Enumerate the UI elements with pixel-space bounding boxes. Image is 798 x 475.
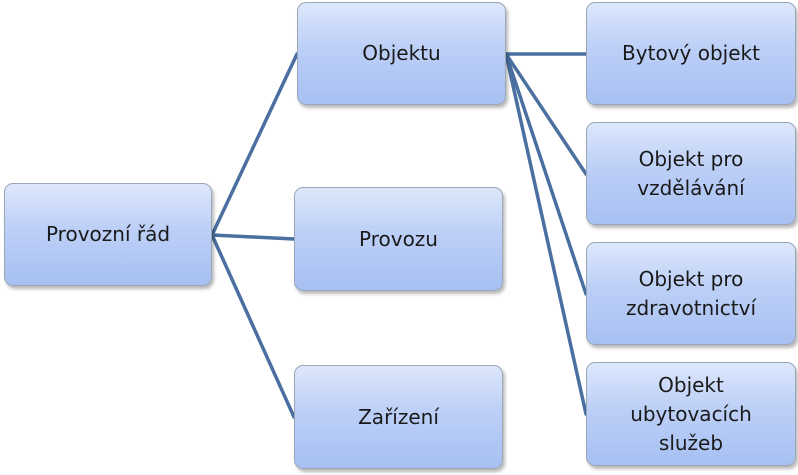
connector-root-objektu <box>210 52 299 237</box>
node-bytovy-objekt: Bytový objekt <box>586 2 796 105</box>
node-objekt-ubytovacich-sluzeb: Objekt ubytovacích služeb <box>586 362 796 466</box>
node-objekt-pro-vzdelavani: Objekt pro vzdělávání <box>586 122 796 225</box>
connector-objektu-ubytovacich <box>504 52 588 416</box>
node-objekt-pro-zdravotnictvi: Objekt pro zdravotnictví <box>586 242 796 345</box>
connector-objektu-vzdelavani <box>504 52 588 176</box>
connector-objektu-zdravotnictvi <box>504 52 588 296</box>
connector-root-provozu <box>210 233 296 241</box>
node-objektu: Objektu <box>297 2 506 105</box>
node-provozni-rad: Provozní řád <box>4 183 212 286</box>
node-zarizeni: Zařízení <box>294 365 503 469</box>
node-provozu: Provozu <box>294 187 503 291</box>
connector-root-zarizeni <box>210 233 296 419</box>
